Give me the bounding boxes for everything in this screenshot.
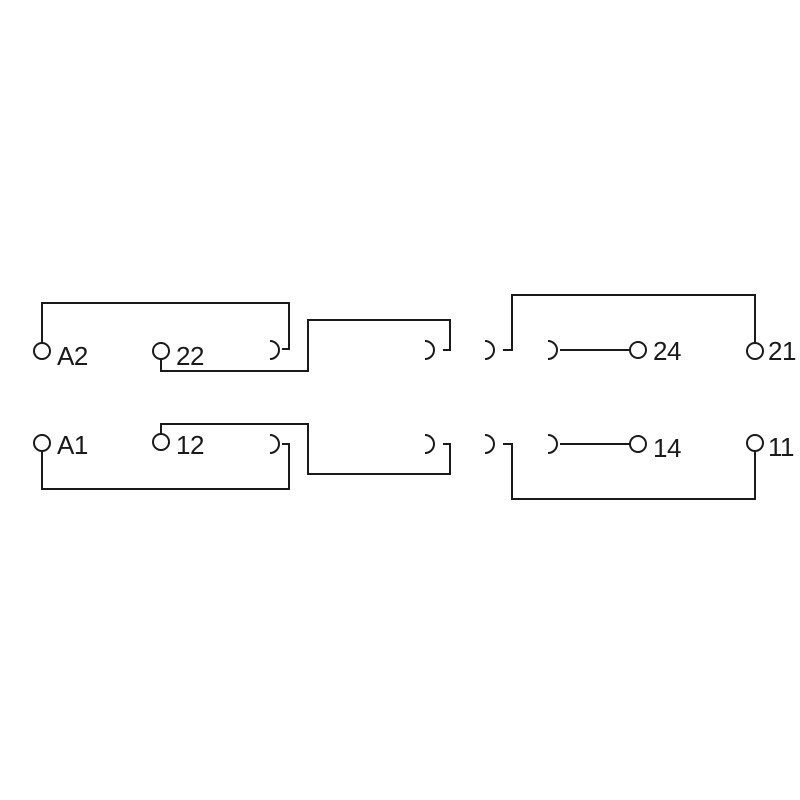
wire-21-loop xyxy=(503,294,756,351)
contact-arc-lower-3 xyxy=(484,434,495,454)
terminal-11-icon xyxy=(746,434,764,452)
wire-11-loop xyxy=(503,443,756,500)
label-14: 14 xyxy=(653,433,681,463)
contact-arc-lower-1 xyxy=(269,434,280,454)
wire-a1-loop xyxy=(41,443,290,490)
label-11: 11 xyxy=(768,432,794,462)
wire-12-bridge xyxy=(160,423,451,475)
contact-arc-upper-3 xyxy=(484,340,495,360)
contact-arc-upper-1 xyxy=(269,340,280,360)
contact-arc-lower-4 xyxy=(547,434,558,454)
wire-22-bridge xyxy=(160,319,451,372)
label-a1: A1 xyxy=(57,430,88,460)
terminal-a1-icon xyxy=(33,434,51,452)
label-21: 21 xyxy=(768,336,796,366)
contact-arc-upper-4 xyxy=(547,340,558,360)
terminal-21-icon xyxy=(746,342,764,360)
terminal-a2-icon xyxy=(33,342,51,360)
terminal-24-icon xyxy=(629,341,647,359)
wire-a2-loop xyxy=(41,302,290,350)
contact-arc-upper-2 xyxy=(424,340,435,360)
terminal-12-icon xyxy=(152,433,170,451)
terminal-14-icon xyxy=(629,435,647,453)
contact-arc-lower-2 xyxy=(424,434,435,454)
label-22: 22 xyxy=(176,341,204,371)
label-a2: A2 xyxy=(57,341,88,371)
label-24: 24 xyxy=(653,336,681,366)
label-12: 12 xyxy=(176,430,204,460)
terminal-22-icon xyxy=(152,342,170,360)
